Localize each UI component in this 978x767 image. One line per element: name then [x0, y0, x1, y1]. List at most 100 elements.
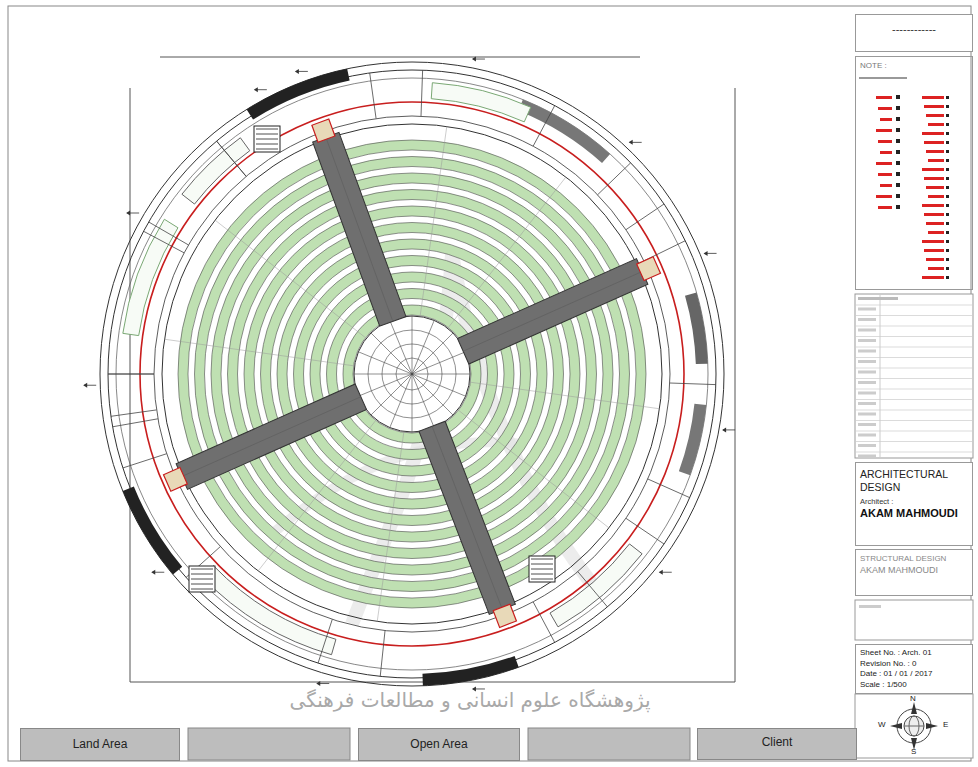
note-mark [924, 249, 944, 252]
entry-arrow [151, 570, 164, 575]
stair-outline [529, 556, 555, 582]
compass-ring [897, 709, 931, 743]
ring-edge [261, 223, 564, 526]
note-mark [926, 258, 944, 261]
table-entry [858, 413, 876, 416]
note-mark [928, 159, 944, 162]
web-spoke [390, 320, 412, 374]
watermark: پژوهشگاه علوم انسانی و مطالعات فرهنگی [250, 689, 690, 711]
entry-arrows [83, 57, 735, 692]
room-divider [123, 454, 167, 468]
note-bullet [946, 132, 949, 135]
note-bullet [946, 276, 949, 279]
room-divider [648, 479, 690, 498]
note-mark [926, 186, 944, 189]
stair-tread [531, 579, 553, 580]
note-mark [928, 231, 944, 234]
note-mark [876, 195, 892, 198]
arrow-head [151, 570, 155, 575]
green-ring [200, 162, 625, 587]
web-spoke [371, 374, 412, 415]
table-rule [855, 441, 973, 442]
grid-line [458, 410, 609, 528]
cell-label: Land Area [25, 737, 175, 751]
note-subtitle [859, 77, 907, 79]
table-rule [855, 347, 973, 348]
arrow-head [704, 251, 708, 256]
walkway-deck [313, 132, 406, 326]
frame-line [130, 88, 131, 682]
grid-line [377, 431, 404, 621]
table-rule [855, 431, 973, 432]
note-mark [880, 151, 892, 154]
ring-edge [195, 157, 630, 592]
centre-disc [354, 316, 470, 432]
room-divider [113, 419, 158, 427]
walkway-gate [312, 119, 335, 142]
table-rule [855, 357, 973, 358]
walkways [161, 117, 662, 629]
note-mark [924, 141, 944, 144]
compass-star [890, 702, 938, 750]
note-bullet [946, 186, 949, 189]
ring-edge [238, 200, 587, 549]
note-mark [878, 173, 892, 176]
ring-edge [228, 190, 597, 559]
note-bullet [946, 240, 949, 243]
note-mark [878, 140, 892, 143]
note-mark [926, 150, 944, 153]
note-bullet [896, 205, 900, 209]
ring-edge [254, 216, 570, 532]
note-mark [926, 114, 944, 117]
wall-segment [679, 404, 707, 476]
walkway-joint [182, 397, 361, 477]
cell-label: Open Area [363, 737, 515, 751]
ring-edge [327, 289, 498, 460]
stair-tread [531, 574, 553, 575]
note-mark [880, 184, 892, 187]
ring-room [182, 138, 250, 204]
note-bullet [896, 172, 900, 176]
green-ring [249, 211, 575, 537]
ring-wall [162, 124, 662, 624]
stair-block [529, 556, 555, 582]
ring-edge [320, 282, 504, 466]
note-bullet [946, 258, 949, 261]
note-bullet [896, 128, 900, 132]
note-mark [928, 123, 944, 126]
ring-edge [271, 233, 554, 516]
sheet-info-panel: Sheet No. : Arch. 01Revision No. : 0Date… [855, 644, 973, 694]
wall-segment [247, 69, 350, 120]
table-entry [858, 444, 876, 447]
arrow-head [629, 140, 633, 145]
architect-name: AKAM MAHMOUDI [860, 507, 968, 520]
note-mark [922, 276, 944, 279]
frame-line [160, 57, 640, 58]
table-entry [858, 434, 876, 437]
architect-panel: ARCHITECTURAL DESIGNArchitect :AKAM MAHM… [855, 462, 973, 546]
room-divider [144, 231, 185, 253]
note-mark [922, 240, 944, 243]
stair-block [189, 566, 215, 592]
ring-edge [337, 299, 488, 450]
note-mark [926, 222, 944, 225]
compass-letter: S [911, 748, 916, 757]
walkway-joint [432, 426, 502, 609]
web-spoke [412, 374, 453, 415]
walkway-joint [326, 137, 393, 321]
stair-tread [531, 569, 553, 570]
walkway [307, 117, 406, 326]
sheet-field: Sheet No. : Arch. 01 [860, 648, 968, 658]
stair-outline [254, 126, 280, 152]
panel-entry [859, 605, 881, 608]
note-bullet [896, 161, 900, 165]
stair-tread [531, 564, 553, 565]
walkway-deck [176, 384, 366, 489]
info-cell: Land Area [20, 728, 180, 761]
arrow-head [316, 681, 320, 686]
note-mark [922, 204, 944, 207]
green-ring [332, 294, 493, 455]
panel-heading: ARCHITECTURAL DESIGN [860, 468, 968, 493]
room-divider [578, 572, 608, 607]
arrow-head [295, 69, 299, 74]
